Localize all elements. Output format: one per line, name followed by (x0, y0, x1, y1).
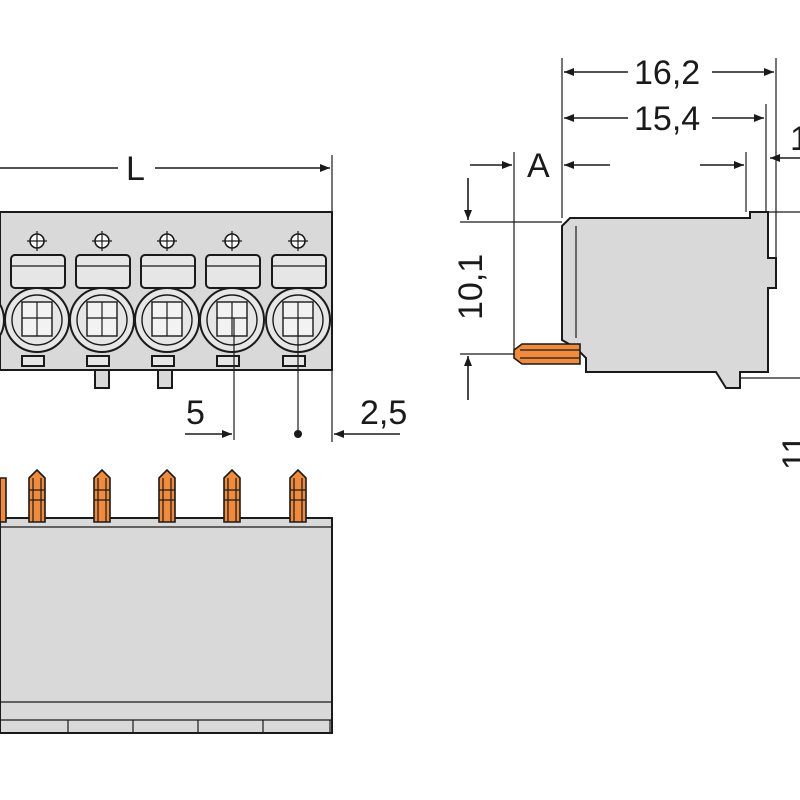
cut-right-top-dimension: 1 (768, 120, 800, 213)
pin-projection-label: A (527, 147, 550, 185)
height-dimension: 10,1 (452, 178, 562, 400)
side-housing (561, 211, 777, 389)
solder-pin (28, 468, 46, 523)
length-dimension: L (0, 150, 333, 212)
push-button (75, 254, 131, 289)
overall-depth-label: 16,2 (634, 54, 700, 92)
pitch-label: 5 (186, 394, 205, 432)
overall-depth-dimension: 16,2 (561, 54, 777, 258)
length-label: L (126, 150, 145, 188)
pitch-dimension: 5 (185, 318, 302, 440)
bottom-pins (0, 468, 307, 523)
clamp-unit (69, 231, 135, 367)
clamp-unit (134, 231, 200, 367)
bottom-view (0, 468, 333, 734)
edge-offset-dimension: 2,5 (331, 370, 407, 442)
body-depth-label: 15,4 (634, 100, 700, 138)
bottom-housing (0, 517, 333, 734)
front-foot (157, 369, 173, 389)
solder-pin (158, 468, 176, 523)
body-depth-dimension: 15,4 (564, 100, 767, 212)
edge-offset-label: 2,5 (360, 394, 407, 432)
clamp-unit (4, 231, 70, 367)
height-label: 10,1 (452, 254, 490, 320)
solder-pin (0, 477, 7, 523)
front-view (0, 211, 333, 389)
side-view (513, 211, 777, 389)
solder-pin (223, 468, 241, 523)
push-button (140, 254, 196, 289)
cut-right-bottom-dimension: 11 (740, 377, 800, 470)
side-pin (513, 343, 581, 365)
push-button (10, 254, 66, 289)
cut-right-bottom-label: 11 (776, 435, 800, 470)
pin-projection-dimension: A (470, 147, 747, 350)
solder-pin (93, 468, 111, 523)
bottom-notches (0, 720, 331, 733)
clamp-units (0, 231, 331, 367)
front-foot (94, 369, 110, 389)
clamp-unit (199, 231, 265, 367)
solder-pin (289, 468, 307, 523)
push-button (271, 254, 327, 289)
push-button (205, 254, 261, 289)
cut-right-top-label: 1 (790, 120, 800, 158)
